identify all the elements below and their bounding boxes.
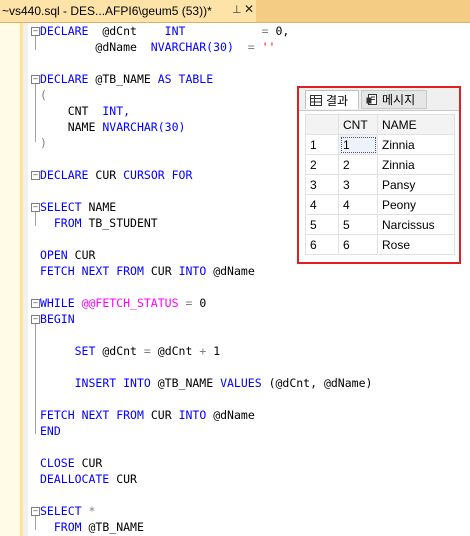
document-tab-strip: ~vs440.sql - DES...AFPI6\geum5 (53))* ⊥ … [0, 0, 470, 23]
row-number[interactable]: 5 [305, 214, 339, 235]
table-row[interactable]: 4 4 Peony [305, 194, 455, 215]
code-line: DECLARE @dCnt INT = 0, [40, 24, 290, 38]
collapse-icon[interactable]: − [31, 315, 40, 324]
name-cell[interactable]: Peony [377, 194, 455, 215]
code-line: END [40, 424, 61, 438]
editor-margin [23, 23, 28, 536]
row-number[interactable]: 6 [305, 234, 339, 255]
tab-messages-label: 메시지 [382, 93, 416, 107]
cnt-cell[interactable]: 3 [338, 174, 378, 195]
cnt-cell[interactable]: 5 [338, 214, 378, 235]
code-line: DECLARE @TB_NAME AS TABLE [40, 72, 214, 86]
code-line: FROM TB_STUDENT [53, 216, 158, 230]
code-line: WHILE @@FETCH_STATUS = 0 [40, 296, 207, 310]
results-panel: 결과 메시지 CNT NAME 1 1 Zinnia [297, 86, 461, 264]
tab-messages[interactable]: 메시지 [361, 90, 427, 109]
code-line: CLOSE CUR [40, 456, 103, 470]
table-row[interactable]: 3 3 Pansy [305, 174, 455, 195]
row-number[interactable]: 4 [305, 194, 339, 215]
column-header-cnt[interactable]: CNT [338, 114, 378, 135]
cnt-cell[interactable]: 2 [338, 154, 378, 175]
cnt-cell[interactable]: 6 [338, 234, 378, 255]
code-line: DEALLOCATE CUR [40, 472, 137, 486]
code-line: ( [40, 88, 47, 102]
code-line: FETCH NEXT FROM CUR INTO @dName [40, 408, 255, 422]
code-line: NAME NVARCHAR(30) [67, 120, 186, 134]
table-row[interactable]: 2 2 Zinnia [305, 154, 455, 175]
code-line: SET @dCnt = @dCnt + 1 [74, 344, 221, 358]
code-line: DECLARE CUR CURSOR FOR [40, 168, 193, 182]
code-line: @dName NVARCHAR(30) = '' [95, 40, 276, 54]
tab-results-label: 결과 [326, 93, 349, 108]
results-tab-strip: 결과 메시지 [299, 88, 459, 111]
change-indicator-bar [20, 23, 23, 536]
table-row[interactable]: 1 1 Zinnia [305, 134, 455, 155]
name-cell[interactable]: Rose [377, 234, 455, 255]
close-icon[interactable]: ✕ [244, 2, 255, 16]
collapse-icon[interactable]: − [31, 507, 40, 516]
name-cell[interactable]: Narcissus [377, 214, 455, 235]
name-cell[interactable]: Zinnia [377, 154, 455, 175]
collapse-icon[interactable]: − [31, 75, 40, 84]
tab-results[interactable]: 결과 [305, 90, 359, 109]
row-number[interactable]: 3 [305, 174, 339, 195]
column-header-name[interactable]: NAME [377, 114, 455, 135]
cnt-cell[interactable]: 1 [338, 134, 378, 155]
collapse-icon[interactable]: − [31, 171, 40, 180]
collapse-icon[interactable]: − [31, 27, 40, 36]
code-line: BEGIN [40, 312, 75, 326]
code-line: CNT INT, [67, 104, 131, 118]
code-line: FROM @TB_NAME [53, 520, 144, 534]
editor-gutter [0, 23, 20, 536]
code-line: INSERT INTO @TB_NAME VALUES (@dCnt, @dNa… [74, 376, 373, 390]
row-number[interactable]: 2 [305, 154, 339, 175]
code-line: OPEN CUR [40, 248, 96, 262]
message-icon [366, 93, 377, 105]
fold-guide [35, 36, 36, 50]
code-line: SELECT NAME [40, 200, 117, 214]
fold-guide [35, 84, 36, 142]
pin-icon[interactable]: ⊥ [232, 4, 242, 16]
fold-guide [35, 324, 36, 434]
results-grid: CNT NAME 1 1 Zinnia 2 2 Zinnia 3 3 Pansy… [305, 114, 455, 255]
row-number-header[interactable] [305, 114, 339, 135]
fold-guide [35, 516, 36, 530]
code-line: ) [40, 136, 47, 150]
document-tab[interactable]: ~vs440.sql - DES...AFPI6\geum5 (53))* ⊥ … [0, 0, 256, 22]
grid-header-row: CNT NAME [305, 114, 455, 135]
grid-icon [310, 94, 322, 106]
table-row[interactable]: 6 6 Rose [305, 234, 455, 255]
name-cell[interactable]: Pansy [377, 174, 455, 195]
fold-guide [35, 212, 36, 226]
code-line: FETCH NEXT FROM CUR INTO @dName [40, 264, 255, 278]
collapse-icon[interactable]: − [31, 299, 40, 308]
cnt-cell[interactable]: 4 [338, 194, 378, 215]
document-tab-title: ~vs440.sql - DES...AFPI6\geum5 (53))* [2, 4, 212, 18]
name-cell[interactable]: Zinnia [377, 134, 455, 155]
table-row[interactable]: 5 5 Narcissus [305, 214, 455, 235]
collapse-icon[interactable]: − [31, 203, 40, 212]
code-line: SELECT * [40, 504, 96, 518]
row-number[interactable]: 1 [305, 134, 339, 155]
